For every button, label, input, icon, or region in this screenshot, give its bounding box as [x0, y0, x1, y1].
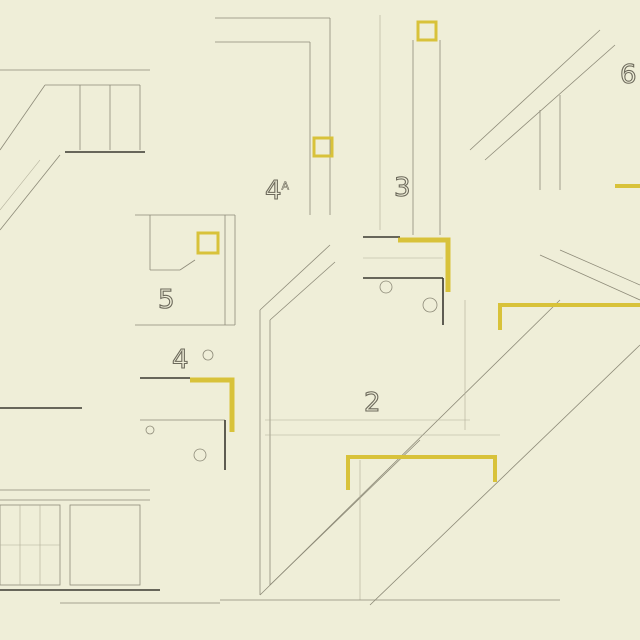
detail-label-4a: 4A [264, 176, 290, 206]
detail-4a [215, 17, 334, 215]
detail-label-4a-superscript: A [281, 179, 290, 193]
detail-3 [363, 15, 451, 325]
detail-2 [220, 244, 640, 606]
detail-label-3: 3 [393, 173, 411, 203]
detail-6 [469, 29, 640, 301]
elevation-bottom-left [0, 407, 220, 604]
detail-label-4: 4 [171, 345, 189, 375]
stair-detail-top-left [0, 69, 150, 231]
detail-label-2: 2 [363, 388, 381, 418]
detail-5 [135, 214, 236, 326]
detail-label-5: 5 [157, 285, 175, 315]
detail-label-4a-number: 4 [264, 176, 282, 206]
detail-label-6: 6 [619, 60, 637, 90]
detail-4 [140, 349, 235, 470]
